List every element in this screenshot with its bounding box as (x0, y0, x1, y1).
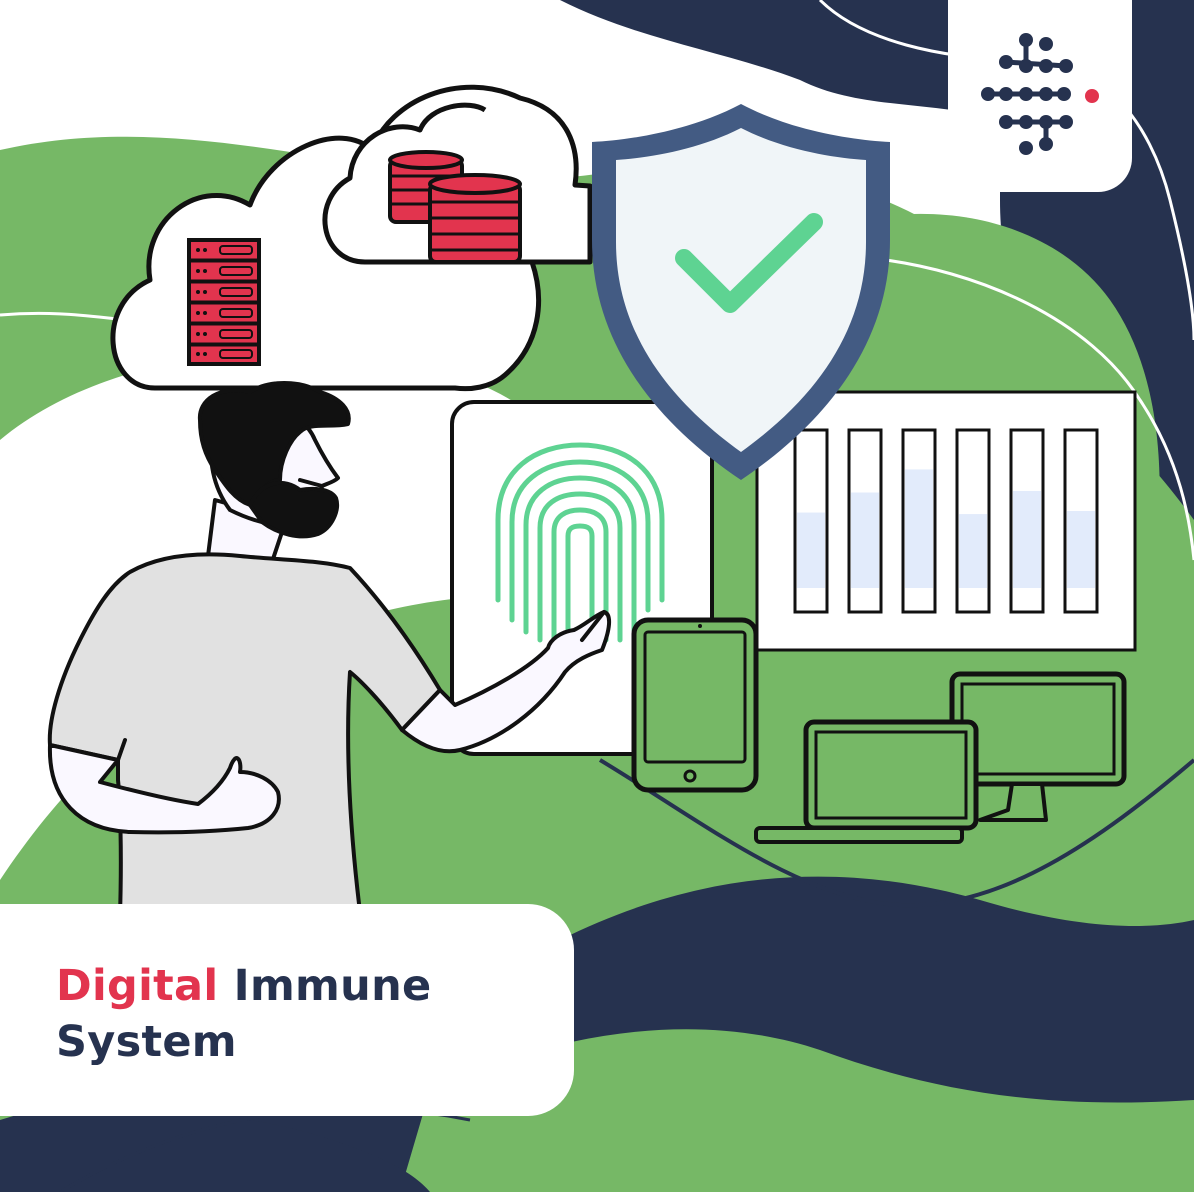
green-bottom-band (400, 1029, 1194, 1192)
title-rest: Immune (218, 961, 432, 1011)
database-stack-icon (388, 150, 522, 264)
pointing-arm (400, 610, 611, 754)
bar-fill-6 (1067, 511, 1095, 588)
hair (197, 381, 351, 507)
title-highlight: Digital (56, 961, 219, 1011)
fingerprint-icon (495, 442, 665, 651)
decorative-line-bottom (598, 758, 1194, 908)
bar-fill-3 (905, 469, 933, 588)
title-line2: System (56, 1017, 237, 1067)
bar-chart-panel (755, 390, 1137, 652)
laptop-icon (754, 719, 979, 844)
title-card (0, 904, 574, 1116)
dot-network-logo-icon (981, 33, 1099, 155)
bar-group (793, 428, 1099, 614)
shield-check-icon (592, 104, 890, 480)
person-figure (47, 381, 611, 922)
brand-logo-card (948, 0, 1132, 192)
bar-fill-2 (851, 492, 879, 588)
server-rack-icon (187, 238, 261, 366)
bar-fill-5 (1013, 490, 1041, 588)
decorative-line-right (869, 256, 1194, 561)
back-arm (47, 743, 281, 835)
bar-fill-4 (959, 514, 987, 588)
bar-fill-1 (797, 512, 825, 588)
beard (248, 481, 339, 539)
tablet-icon (631, 617, 759, 793)
navy-bottom-left (0, 1111, 430, 1192)
